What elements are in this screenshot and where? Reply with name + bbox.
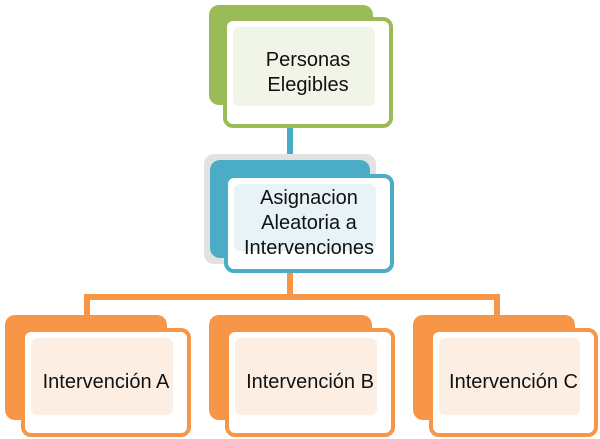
node-front-box: Intervención B xyxy=(225,328,395,437)
connector-to-a xyxy=(84,294,90,318)
node-text-line: Elegibles xyxy=(267,73,349,96)
node-text-line: Personas xyxy=(265,48,351,71)
node-label: Intervención A xyxy=(42,371,170,393)
node-label: Intervención B xyxy=(246,371,374,393)
node-text-line: Asignacion xyxy=(260,187,358,209)
node-label: Intervención C xyxy=(449,371,578,393)
node-front-box: Intervención C xyxy=(429,328,598,437)
connector-middle-down xyxy=(287,270,293,300)
connector-to-c xyxy=(494,294,500,318)
connector-root-middle xyxy=(287,126,293,162)
node-front-box: Intervención A xyxy=(21,328,191,437)
node-text-line: Intervenciones xyxy=(243,237,375,259)
node-text-line: Aleatoria a xyxy=(261,212,357,234)
connector-horizontal xyxy=(84,294,500,300)
